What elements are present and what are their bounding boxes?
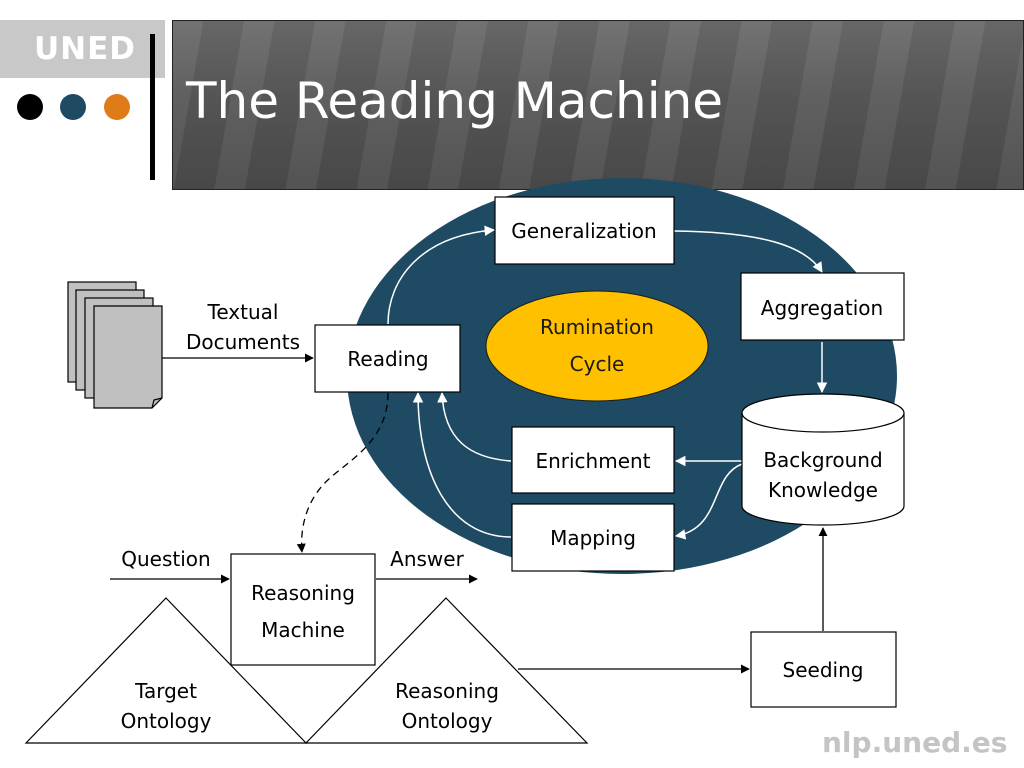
answer-label: Answer (390, 547, 464, 571)
page-title: The Reading Machine (186, 72, 724, 130)
documents-label: Textual (207, 300, 279, 324)
reading-box (314, 324, 461, 393)
target-ontology-label-2: Ontology (121, 709, 212, 733)
background-knowledge-label: Background (763, 448, 882, 472)
divider (150, 34, 155, 180)
title-banner (172, 20, 1024, 190)
logo: UNED (34, 31, 137, 67)
target-ontology-triangle (24, 597, 308, 744)
target-ontology-label: Target (134, 679, 197, 703)
aggregation-label: Aggregation (761, 296, 883, 320)
seeding-box (750, 631, 897, 708)
reasoning-ontology-label: Reasoning (395, 679, 499, 703)
generalization-box (494, 196, 675, 265)
enrichment-box (511, 426, 675, 494)
arrow-knowledge-to-mapping (674, 463, 743, 540)
reasoning-ontology-label-2: Ontology (402, 709, 493, 733)
background-knowledge-label-2: Knowledge (768, 478, 878, 502)
rumination-label: Rumination (540, 315, 654, 339)
footer-url: nlp.uned.es (822, 726, 1008, 759)
orange-dot-icon (104, 94, 130, 120)
generalization-label: Generalization (511, 219, 656, 243)
mapping-box (511, 503, 675, 572)
logo-box (0, 20, 165, 78)
rumination-label-2: Cycle (570, 352, 625, 376)
arrow-mapping-to-reading (412, 391, 512, 538)
background-knowledge-cylinder (741, 393, 905, 526)
reasoning-machine-label-2: Machine (261, 618, 345, 642)
arrow-reading-to-generalization (387, 225, 496, 325)
documents-label-2: Documents (186, 330, 300, 354)
reasoning-machine-label: Reasoning (251, 581, 355, 605)
black-dot-icon (17, 94, 43, 120)
blue-dot-icon (60, 94, 86, 120)
documents-icon (67, 281, 163, 409)
reading-label: Reading (347, 347, 428, 371)
seeding-label: Seeding (783, 658, 864, 682)
question-label: Question (121, 547, 210, 571)
arrow-enrichment-to-reading (437, 391, 512, 462)
mapping-label: Mapping (550, 526, 636, 550)
rumination-ellipse (485, 290, 709, 402)
arrow-generalization-to-aggregation (673, 230, 823, 273)
reasoning-ontology-triangle (304, 597, 589, 744)
enrichment-label: Enrichment (535, 449, 650, 473)
reasoning-machine-box (230, 553, 376, 666)
aggregation-box (740, 272, 905, 341)
